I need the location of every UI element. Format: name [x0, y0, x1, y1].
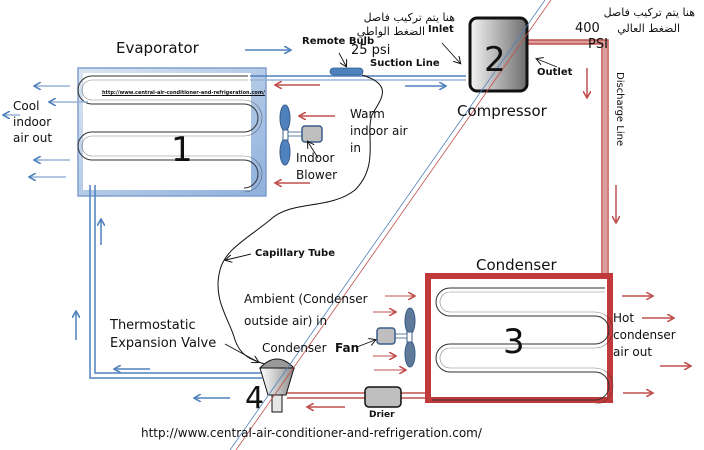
blower-blade-bottom [279, 138, 291, 166]
high-side-piping [287, 39, 609, 399]
compressor-body [468, 16, 529, 93]
cool-air-line3: air out [13, 131, 53, 145]
discharge-line-shadow [527, 40, 607, 278]
fan-shaft [394, 333, 408, 339]
ambient-air-label: Ambient (Condenser outside air) in [244, 288, 368, 332]
remote-bulb-pointer [338, 52, 346, 66]
indoor-blower-line1: Indoor [296, 151, 335, 165]
fan-blade-top [404, 307, 416, 335]
capillary-pointer [226, 253, 252, 260]
blower-pointer [308, 142, 319, 159]
fan-hub [406, 331, 413, 343]
drier-label: Drier [369, 410, 395, 420]
blower-hub [282, 129, 289, 141]
diagonal-line-blue [229, 0, 546, 450]
blower-shaft [287, 131, 303, 137]
valve-body [259, 367, 295, 396]
compressor-number: 2 [484, 40, 506, 80]
arabic-note-high-line1: هنا يتم تركيب فاصل [603, 6, 695, 19]
suction-pressure-label: 25 psi [351, 43, 391, 58]
fan-blade-bottom [404, 340, 416, 368]
drier [364, 386, 402, 408]
discharge-line-label: Discharge Line [614, 72, 625, 147]
footer-url: http://www.central-air-conditioner-and-r… [141, 426, 482, 440]
hot-air-label: Hot condenser air out [613, 310, 676, 361]
discharge-line [527, 43, 603, 278]
warm-air-line2: indoor air [350, 124, 408, 138]
warm-air-line1: Warm [350, 107, 385, 121]
valve-stem [271, 394, 283, 413]
evaporator [77, 67, 267, 197]
suction-line-label: Suction Line [370, 58, 440, 69]
condenser-coil-inner [439, 291, 614, 405]
arabic-note-low-line1: هنا يتم تركيب فاصل [363, 11, 455, 24]
outlet-pointer [537, 59, 558, 68]
capillary-tube [217, 74, 383, 366]
blower-motor [301, 125, 323, 143]
hot-air-line2: condenser [613, 328, 676, 342]
expansion-valve-line1: Thermostatic [110, 318, 196, 333]
evaporator-number: 1 [171, 130, 193, 170]
inlet-pointer [441, 42, 460, 63]
ambient-air-line1: Ambient (Condenser [244, 292, 368, 306]
low-side-piping [89, 75, 466, 379]
indoor-blower-label: Indoor Blower [296, 150, 337, 184]
inlet-label: Inlet [428, 24, 454, 35]
cool-air-label: Cool indoor air out [13, 98, 52, 146]
compressor [468, 16, 529, 93]
arabic-note-high-line2: الضغط العالي [617, 22, 680, 35]
pointer-arrows [224, 42, 558, 362]
indoor-blower [279, 104, 323, 166]
condenser-coil [432, 287, 610, 401]
expansion-valve-label: Thermostatic Expansion Valve [110, 317, 216, 353]
condenser [425, 273, 614, 405]
liquid-line-inner [94, 185, 262, 374]
condenser-fan-word1: Condenser [262, 341, 327, 355]
arabic-note-low-line2: الضغط الواطي [356, 25, 425, 38]
valve-pointer [224, 343, 258, 362]
expansion-valve-line2: Expansion Valve [110, 336, 217, 351]
condenser-title: Condenser [476, 256, 557, 274]
remote-bulb-label: Remote Bulb [302, 36, 375, 47]
evaporator-title: Evaporator [116, 39, 199, 57]
fan-motor [376, 327, 396, 345]
discharge-line-outer [527, 39, 609, 278]
evaporator-coil [77, 75, 259, 189]
hot-air-line1: Hot [613, 311, 635, 325]
condenser-number: 3 [503, 322, 525, 362]
expansion-valve [258, 358, 296, 413]
blower-blade-top [279, 104, 291, 132]
cool-air-line1: Cool [13, 99, 40, 113]
indoor-blower-line2: Blower [296, 168, 338, 182]
compressor-title: Compressor [457, 102, 547, 120]
fan-pointer [356, 340, 375, 348]
discharge-pressure-value: 400 [575, 21, 600, 36]
condenser-fan-word2: Fan [335, 341, 360, 355]
outlet-label: Outlet [537, 67, 573, 78]
evaporator-coil-inner [81, 79, 263, 193]
liquid-line-outer [89, 185, 262, 379]
ambient-air-line2: outside air) in [244, 314, 328, 328]
warm-air-label: Warm indoor air in [350, 106, 408, 157]
discharge-pressure-unit: PSI [588, 37, 608, 52]
hot-air-line3: air out [613, 345, 653, 359]
blue-flow-arrows [4, 50, 445, 398]
evaporator-url: http://www.central-air-conditioner-and-r… [102, 90, 265, 96]
diagonal-line-red [235, 0, 552, 450]
warm-air-line3: in [350, 141, 361, 155]
cool-air-line2: indoor [13, 115, 52, 129]
remote-bulb [329, 67, 364, 76]
valve-dome [258, 358, 296, 369]
expansion-valve-number: 4 [245, 381, 265, 416]
condenser-box [425, 273, 613, 403]
capillary-tube-label: Capillary Tube [255, 248, 335, 259]
red-flow-arrows [276, 68, 690, 407]
condenser-fan [376, 307, 416, 368]
